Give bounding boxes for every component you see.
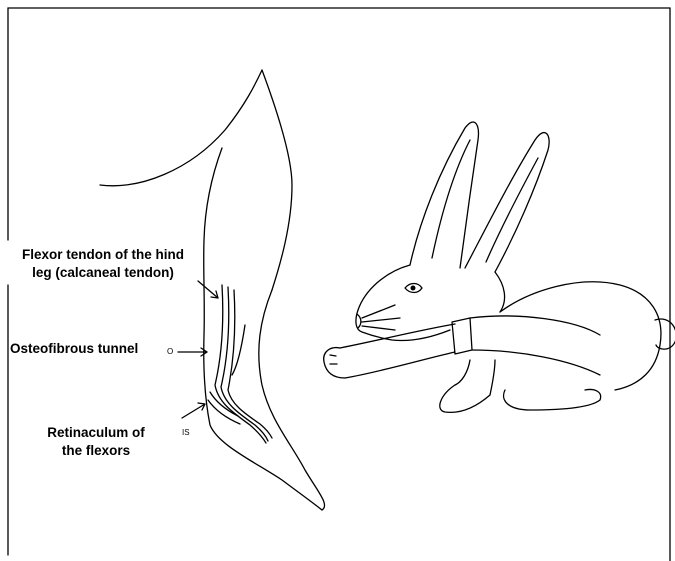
retinaculum-label: Retinaculum of the flexors — [36, 424, 156, 460]
retinaculum-label-line1: Retinaculum of — [36, 424, 156, 442]
rabbit-drawing — [324, 122, 675, 412]
flexor-tendon-label-line1: Flexor tendon of the hind — [8, 246, 198, 264]
marker-is: IS — [182, 428, 190, 437]
retinaculum-label-line2: the flexors — [36, 442, 156, 460]
marker-o: O — [167, 347, 173, 356]
flexor-tendon-label: Flexor tendon of the hind leg (calcaneal… — [8, 246, 198, 282]
flexor-tendon-label-line2: leg (calcaneal tendon) — [8, 264, 198, 282]
figure-frame — [8, 8, 670, 561]
osteofibrous-tunnel-label: Osteofibrous tunnel — [10, 340, 138, 358]
